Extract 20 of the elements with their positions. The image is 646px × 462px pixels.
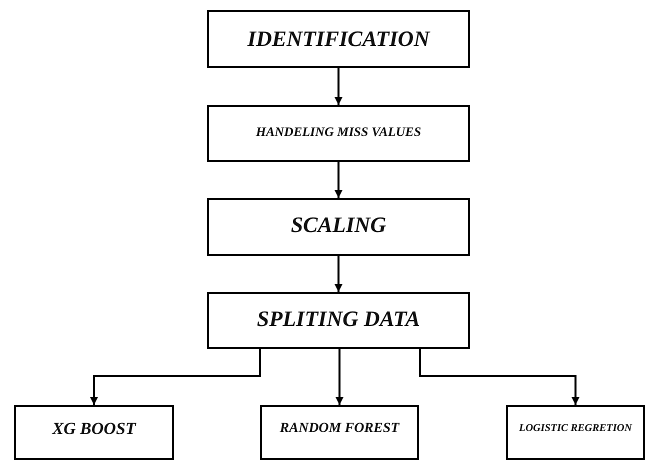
- arrow: [334, 162, 342, 198]
- process-box: [14, 405, 174, 460]
- arrow: [419, 349, 580, 405]
- box-label: IDENTIFICATION: [247, 26, 430, 52]
- process-box: [207, 105, 470, 162]
- process-box: [260, 405, 419, 460]
- process-box: [207, 10, 470, 68]
- process-box: [506, 405, 645, 460]
- box-label: LOGISTIC REGRETION: [519, 423, 632, 434]
- box-label: SCALING: [290, 212, 386, 238]
- arrow: [334, 256, 342, 292]
- process-box: [207, 292, 470, 349]
- process-box: [207, 198, 470, 256]
- arrow: [90, 349, 261, 405]
- arrow: [336, 349, 344, 405]
- box-label: HANDELING MISS VALUES: [256, 124, 422, 140]
- box-label: SPLITING DATA: [256, 306, 420, 332]
- arrow: [334, 68, 342, 105]
- box-label: RANDOM FOREST: [280, 421, 400, 437]
- box-label: XG BOOST: [52, 419, 136, 439]
